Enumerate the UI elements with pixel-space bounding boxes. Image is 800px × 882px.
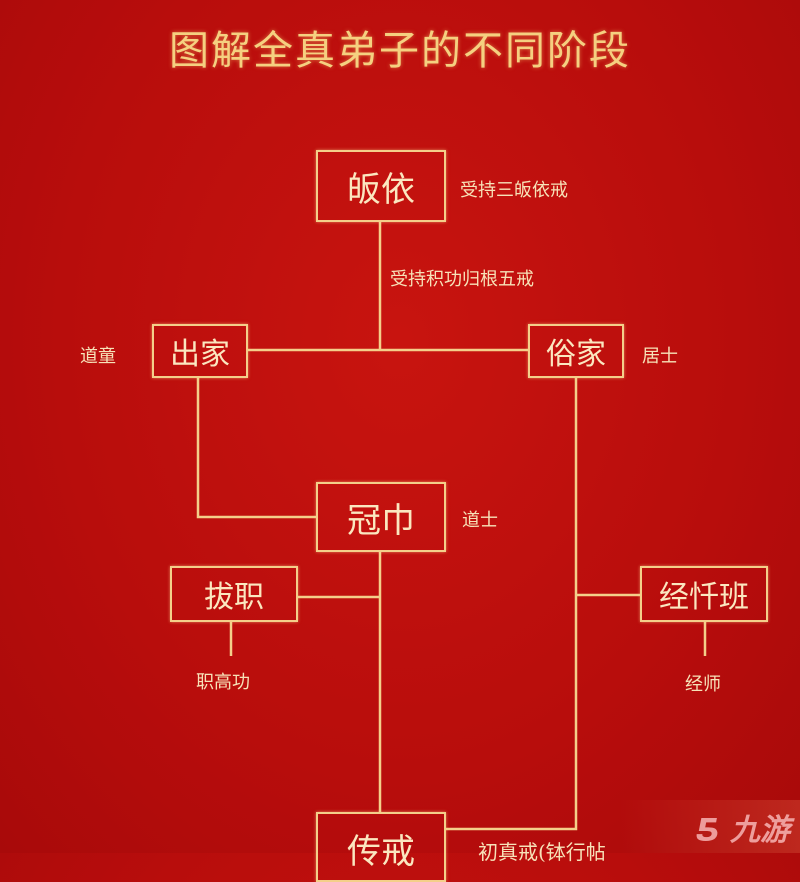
connector-lines: [196, 222, 707, 831]
wujie-note: 受持积功归根五戒: [390, 269, 534, 290]
watermark-fade: [620, 800, 800, 853]
guiyi-note: 受持三皈依戒: [460, 180, 568, 201]
node-sujia: 俗家: [528, 324, 624, 378]
line-chujia-guanjin: [196, 378, 316, 519]
node-guiyi: 皈依: [316, 150, 446, 222]
node-chujia: 出家: [152, 324, 248, 378]
guanjin-note: 道士: [462, 510, 498, 531]
jiuyou-logo-icon: Ƽ: [696, 813, 720, 848]
chujia-note: 道童: [80, 346, 116, 367]
node-jingchanban: 经忏班: [640, 566, 768, 622]
watermark-logo: Ƽ 九游: [696, 805, 790, 849]
chuanjie-note: 初真戒(钵行帖: [478, 840, 606, 864]
jingchanban-note: 经师: [685, 674, 721, 695]
sujia-note: 居士: [642, 346, 678, 367]
node-chuanjie: 传戒: [316, 812, 446, 882]
line-sujia-chuanjie: [446, 378, 578, 831]
node-bazhi: 拔职: [170, 566, 298, 622]
page-title: 图解全真弟子的不同阶段: [169, 28, 631, 74]
bazhi-note: 职高功: [196, 672, 250, 693]
node-guanjin: 冠巾: [316, 482, 446, 552]
watermark-text: 九游: [730, 813, 790, 848]
